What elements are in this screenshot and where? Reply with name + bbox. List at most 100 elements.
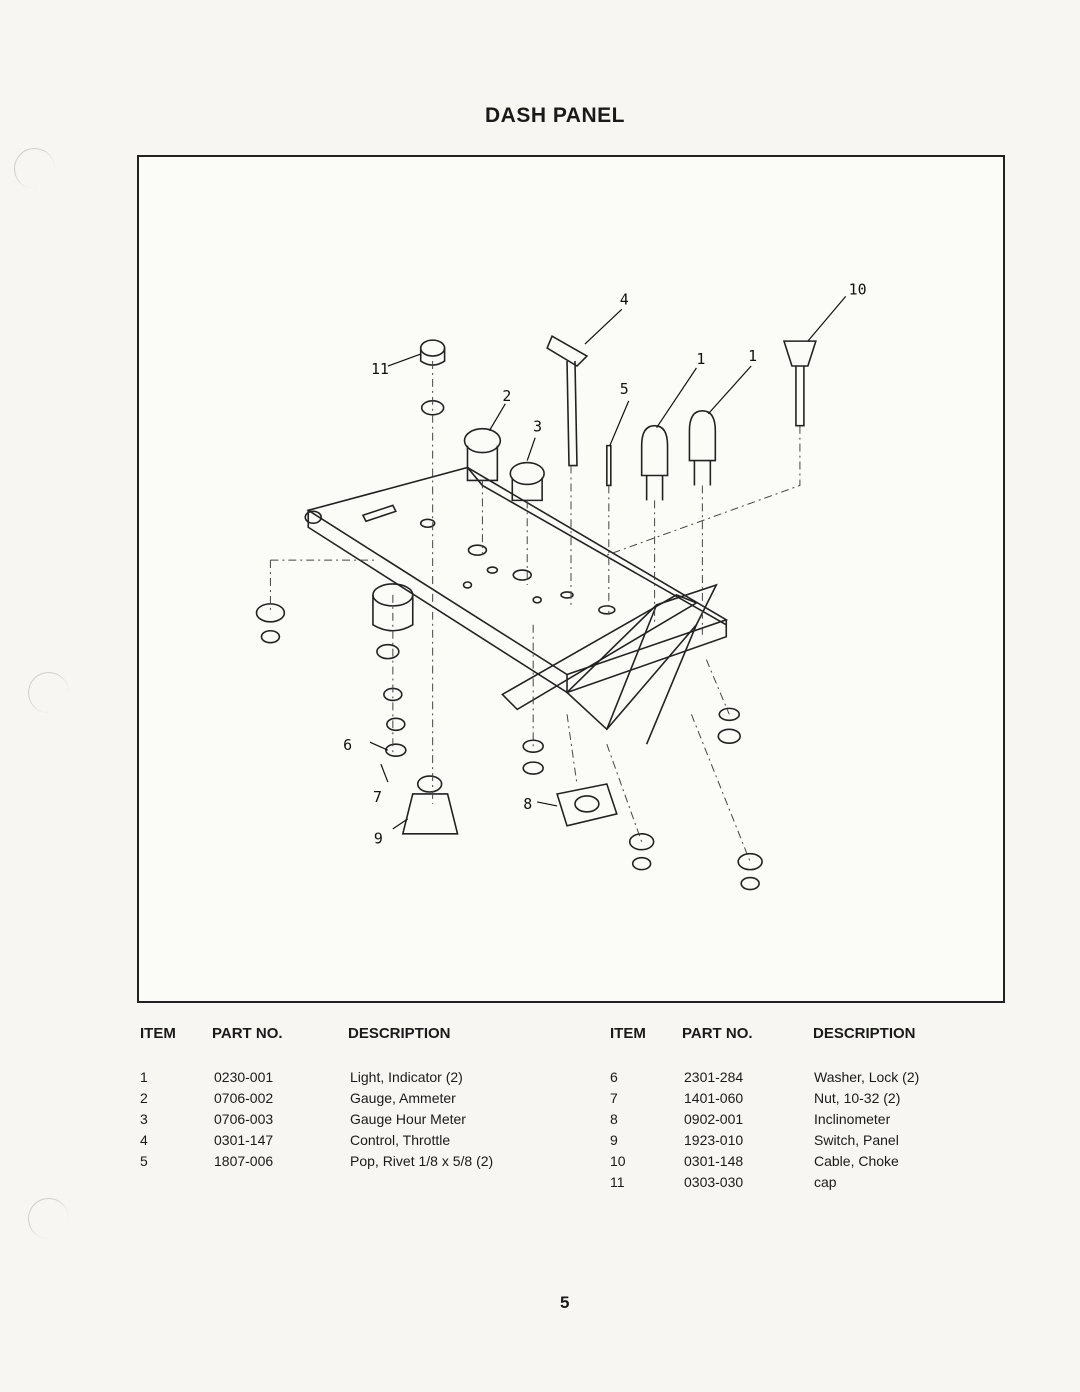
callout-5: 5 <box>620 380 629 398</box>
part-description: Washer, Lock (2) <box>814 1069 920 1085</box>
callout-7: 7 <box>373 788 382 806</box>
page-title: DASH PANEL <box>485 104 625 127</box>
col-header-description: DESCRIPTION <box>348 1025 451 1042</box>
side-channel <box>501 594 699 711</box>
switch-collar-body <box>372 594 414 632</box>
panel-hole <box>598 605 616 615</box>
panel-plate <box>306 466 729 676</box>
callout-labels: 11 2 3 4 5 1 1 10 6 7 8 9 <box>343 280 867 847</box>
callout-8: 8 <box>523 795 532 813</box>
dash-panel-drawing: 11 2 3 4 5 1 1 10 6 7 8 9 <box>255 280 867 891</box>
panel-hole <box>560 591 574 599</box>
part-number: 0301-148 <box>684 1153 744 1169</box>
hole-punch-mark <box>14 148 55 189</box>
washer-lower-right <box>737 852 763 871</box>
inclinometer-dial <box>574 795 600 813</box>
item-number: 2 <box>140 1090 148 1106</box>
exploded-diagram: 11 2 3 4 5 1 1 10 6 7 8 9 <box>137 155 1005 1003</box>
hole-punch-mark <box>28 672 69 713</box>
panel-hole <box>512 569 532 581</box>
switch-nut <box>386 717 406 732</box>
nut-right <box>717 728 741 745</box>
washer-lower <box>628 832 655 851</box>
item-number: 9 <box>610 1132 618 1148</box>
switch-collar <box>372 583 414 607</box>
inclinometer <box>556 783 618 827</box>
part-description: Switch, Panel <box>814 1132 899 1148</box>
hour-meter-gauge <box>509 461 545 486</box>
callout-1: 1 <box>696 350 705 368</box>
panel-hole <box>486 566 499 574</box>
part-description: Cable, Choke <box>814 1153 899 1169</box>
indicator-light-1b-pins <box>693 460 712 486</box>
item-number: 1 <box>140 1069 148 1085</box>
callout-10: 10 <box>849 280 867 298</box>
item-number: 7 <box>610 1090 618 1106</box>
lock-washer-6 <box>385 743 407 757</box>
part-description: Nut, 10-32 (2) <box>814 1090 901 1106</box>
part-number: 0303-030 <box>684 1174 744 1190</box>
panel-hole <box>462 581 473 589</box>
panel-side-edge <box>566 619 728 694</box>
panel-switch <box>401 793 459 835</box>
callout-11: 11 <box>371 360 389 378</box>
item-number: 11 <box>610 1174 625 1190</box>
choke-knob <box>782 340 817 367</box>
nut-left <box>260 629 281 644</box>
panel-hole <box>467 544 488 556</box>
part-number: 0230-001 <box>214 1069 274 1085</box>
col-header-part-no: PART NO. <box>212 1025 283 1042</box>
ammeter-gauge <box>463 427 502 454</box>
part-description: Gauge, Ammeter <box>350 1090 456 1106</box>
part-description: Inclinometer <box>814 1111 891 1127</box>
rail-support <box>606 604 698 745</box>
panel-end-tube <box>304 510 322 525</box>
nut-lower <box>631 856 652 871</box>
page-number: 5 <box>560 1293 570 1312</box>
throttle-shaft <box>566 361 578 467</box>
callout-2: 2 <box>502 387 511 405</box>
part-number: 0301-147 <box>214 1132 274 1148</box>
item-number: 10 <box>610 1153 626 1169</box>
item-number: 4 <box>140 1132 148 1148</box>
part-number: 0706-002 <box>214 1090 274 1106</box>
nut-center <box>522 761 544 775</box>
part-number: 1807-006 <box>214 1153 274 1169</box>
hole-punch-mark <box>28 1198 69 1239</box>
col-header-item: ITEM <box>610 1025 646 1042</box>
part-number: 2301-284 <box>684 1069 744 1085</box>
indicator-light-1b <box>688 410 717 462</box>
choke-shaft <box>795 366 805 427</box>
callout-9: 9 <box>374 830 383 848</box>
washer-right <box>718 707 740 722</box>
panel-front-edge <box>307 510 568 694</box>
indicator-light-1-pins <box>645 475 664 501</box>
part-description: Control, Throttle <box>350 1132 451 1148</box>
part-number: 0706-003 <box>214 1111 274 1127</box>
callout-3: 3 <box>533 418 542 436</box>
item-number: 6 <box>610 1069 618 1085</box>
col-header-description: DESCRIPTION <box>813 1025 916 1042</box>
part-description: Light, Indicator (2) <box>350 1069 463 1085</box>
cap <box>419 339 446 357</box>
callout-1b: 1 <box>748 347 757 365</box>
nut-lower-right <box>740 876 760 891</box>
switch-lockwasher <box>376 643 400 660</box>
item-number: 3 <box>140 1111 148 1127</box>
item-number: 5 <box>140 1153 148 1169</box>
col-header-part-no: PART NO. <box>682 1025 753 1042</box>
panel-switch-top <box>416 775 443 793</box>
part-number: 1401-060 <box>684 1090 744 1106</box>
part-number: 1923-010 <box>684 1132 744 1148</box>
part-description: cap <box>814 1174 837 1190</box>
side-rail <box>565 583 718 731</box>
part-description: Gauge Hour Meter <box>350 1111 466 1127</box>
part-description: Pop, Rivet 1/8 x 5/8 (2) <box>350 1153 494 1169</box>
throttle-handle <box>546 335 589 368</box>
col-header-item: ITEM <box>140 1025 176 1042</box>
panel-hole <box>419 518 436 529</box>
pop-rivet <box>606 444 612 487</box>
part-number: 0902-001 <box>684 1111 744 1127</box>
panel-slot <box>361 504 397 523</box>
